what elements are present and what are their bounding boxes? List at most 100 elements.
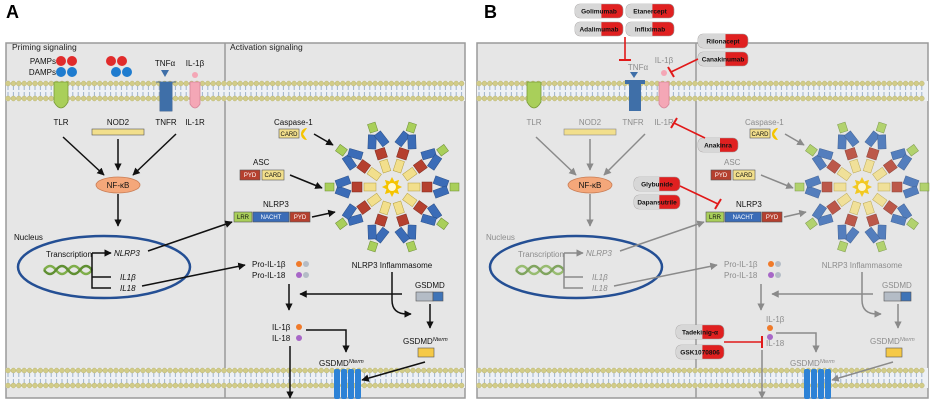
tnfa-ligand-icon	[161, 70, 169, 77]
caspase1-card-label: CARD	[751, 132, 769, 138]
caspase1-icon	[772, 128, 778, 140]
transcription-label: Transcription	[518, 250, 564, 259]
gsk1070806-drug: GSK1070806	[675, 344, 725, 360]
tlr-to-nfkb-arrow	[535, 136, 577, 176]
nlrp3-assembly-arrow	[311, 209, 336, 218]
gsdmd-nterm-label: GSDMDNterm	[870, 337, 915, 346]
tnfa-label: TNFα	[155, 59, 176, 68]
inflammasome-to-gsdmd-arrow	[391, 272, 412, 318]
nlrp3-label: NLRP3	[736, 200, 762, 209]
damps-molecule	[56, 67, 77, 77]
gsdmd-nterm-pore-label: GSDMDNterm	[319, 359, 364, 368]
panel-label: A	[6, 2, 19, 22]
gsk1070806-label: GSK1070806	[680, 349, 720, 356]
il1r-label: IL-1R	[654, 118, 674, 127]
tnfr-to-nfkb-arrow	[603, 133, 646, 176]
nlrp3-nacht-icon	[252, 211, 290, 223]
pamps-molecule	[106, 56, 127, 66]
inflammasome-to-gsdmd-arrow	[861, 272, 882, 318]
nlrp3-pyd-icon	[761, 211, 783, 223]
damps-label: DAMPs	[29, 68, 56, 77]
pro-il-expression-arrow	[141, 262, 246, 287]
caspase1-card-label: CARD	[280, 132, 298, 138]
activation-signaling-title: Activation signaling	[230, 42, 303, 52]
asc-assembly-arrow	[289, 174, 323, 189]
anakinra-drug: Anakinra	[697, 137, 739, 153]
inflammasome-label: NLRP3 Inflammasome	[822, 261, 903, 270]
rilonacept-drug: Rilonacept	[697, 33, 749, 49]
il1b-ligand-label: IL-1β	[186, 59, 205, 68]
nlrp3-nacht-icon	[724, 211, 762, 223]
tnfr-label: TNFR	[622, 118, 644, 127]
gsdmd-grey-icon	[883, 291, 902, 302]
nlrp3-gene-label: NLRP3	[586, 249, 612, 258]
nucleus-icon	[488, 234, 664, 300]
asc-pyd-label: PYD	[244, 173, 257, 179]
nfkb-label: NF-κB	[579, 181, 602, 190]
tnfa-label: TNFα	[628, 63, 649, 72]
tlr-to-nfkb-arrow	[62, 136, 105, 176]
pamps-molecule	[56, 56, 77, 66]
il1r-receptor-icon	[658, 81, 670, 109]
pro-il1b-dot-icon	[296, 261, 302, 267]
gsdmd-blue-icon	[900, 291, 912, 302]
nlrp3-lrr-label: LRR	[709, 215, 722, 221]
il-to-pore-arrow	[306, 329, 350, 353]
adalimumab-label: Adalimumab	[579, 26, 618, 33]
canakinumab-label: Canakinumab	[702, 56, 745, 63]
nterm-to-pore-arrow	[361, 361, 426, 382]
caspase1-icon	[301, 128, 307, 140]
tlr-label: TLR	[526, 118, 541, 127]
il1b-gene-label: IL1β	[120, 273, 136, 282]
plasma-membrane-top	[5, 80, 465, 102]
nlrp3-pyd-label: PYD	[294, 215, 307, 221]
pro-il18-label: Pro-IL-18	[724, 271, 758, 280]
pro-il18-dot-icon	[296, 272, 302, 278]
nod2-label: NOD2	[107, 118, 130, 127]
anakinra-label: Anakinra	[704, 142, 732, 149]
asc-pyd-icon	[239, 169, 261, 181]
nlrp3-lrr-icon	[233, 211, 253, 223]
tnfr-receptor-icon	[629, 82, 641, 111]
panel-label: B	[484, 2, 497, 22]
asc-card-icon	[732, 169, 756, 181]
il1r-label: IL-1R	[185, 118, 205, 127]
gsdmd-grey-icon	[415, 291, 434, 302]
gsdmd-label: GSDMD	[415, 281, 445, 290]
nod2-icon	[563, 128, 617, 136]
il1b-ligand-icon	[192, 72, 198, 78]
il18-gene-label: IL18	[592, 284, 608, 293]
nterm-to-pore-arrow	[831, 361, 894, 382]
nfkb-label: NF-κB	[107, 181, 130, 190]
caspase1-assembly-arrow	[784, 133, 805, 146]
il1b-label: IL-1β	[272, 323, 291, 332]
caspase1-card-icon	[749, 128, 771, 139]
golimumab-drug: Golimumab	[574, 3, 624, 19]
dapansutrile-drug: Dapansutrile	[633, 194, 681, 210]
adalimumab-drug: Adalimumab	[574, 21, 624, 37]
pamps-label: PAMPs	[30, 57, 56, 66]
nlrp3-pyd-icon	[289, 211, 311, 223]
nlrp3-gene-label: NLRP3	[114, 249, 140, 258]
asc-pyd-label: PYD	[715, 173, 728, 179]
canakinumab-drug: Canakinumab	[697, 51, 749, 67]
il1r-receptor-icon	[189, 81, 201, 109]
nod2-icon	[91, 128, 145, 136]
tlr-receptor-icon	[526, 81, 542, 109]
nlrp3-label: NLRP3	[263, 200, 289, 209]
nlrp3-pyd-label: PYD	[766, 215, 779, 221]
il1b-label: IL-1β	[766, 315, 785, 324]
il18-label: IL-18	[766, 339, 785, 348]
gsdmd-nterm-icon	[885, 347, 903, 358]
pro-il1b-label: Pro-IL-1β	[724, 260, 758, 269]
panel-a: A Priming signaling Activation signaling…	[5, 2, 466, 399]
gsdmd-pore-icon	[334, 369, 361, 399]
nlrp3-lrr-label: LRR	[237, 215, 250, 221]
golimumab-label: Golimumab	[581, 8, 617, 15]
nlrp3-nacht-label: NACHT	[733, 215, 754, 221]
tnfa-ligand-icon	[630, 72, 638, 78]
asc-card-label: CARD	[264, 173, 282, 179]
gsdmd-nterm-pore-label: GSDMDNterm	[790, 359, 835, 368]
glybunide-label: Glybunide	[641, 181, 673, 188]
